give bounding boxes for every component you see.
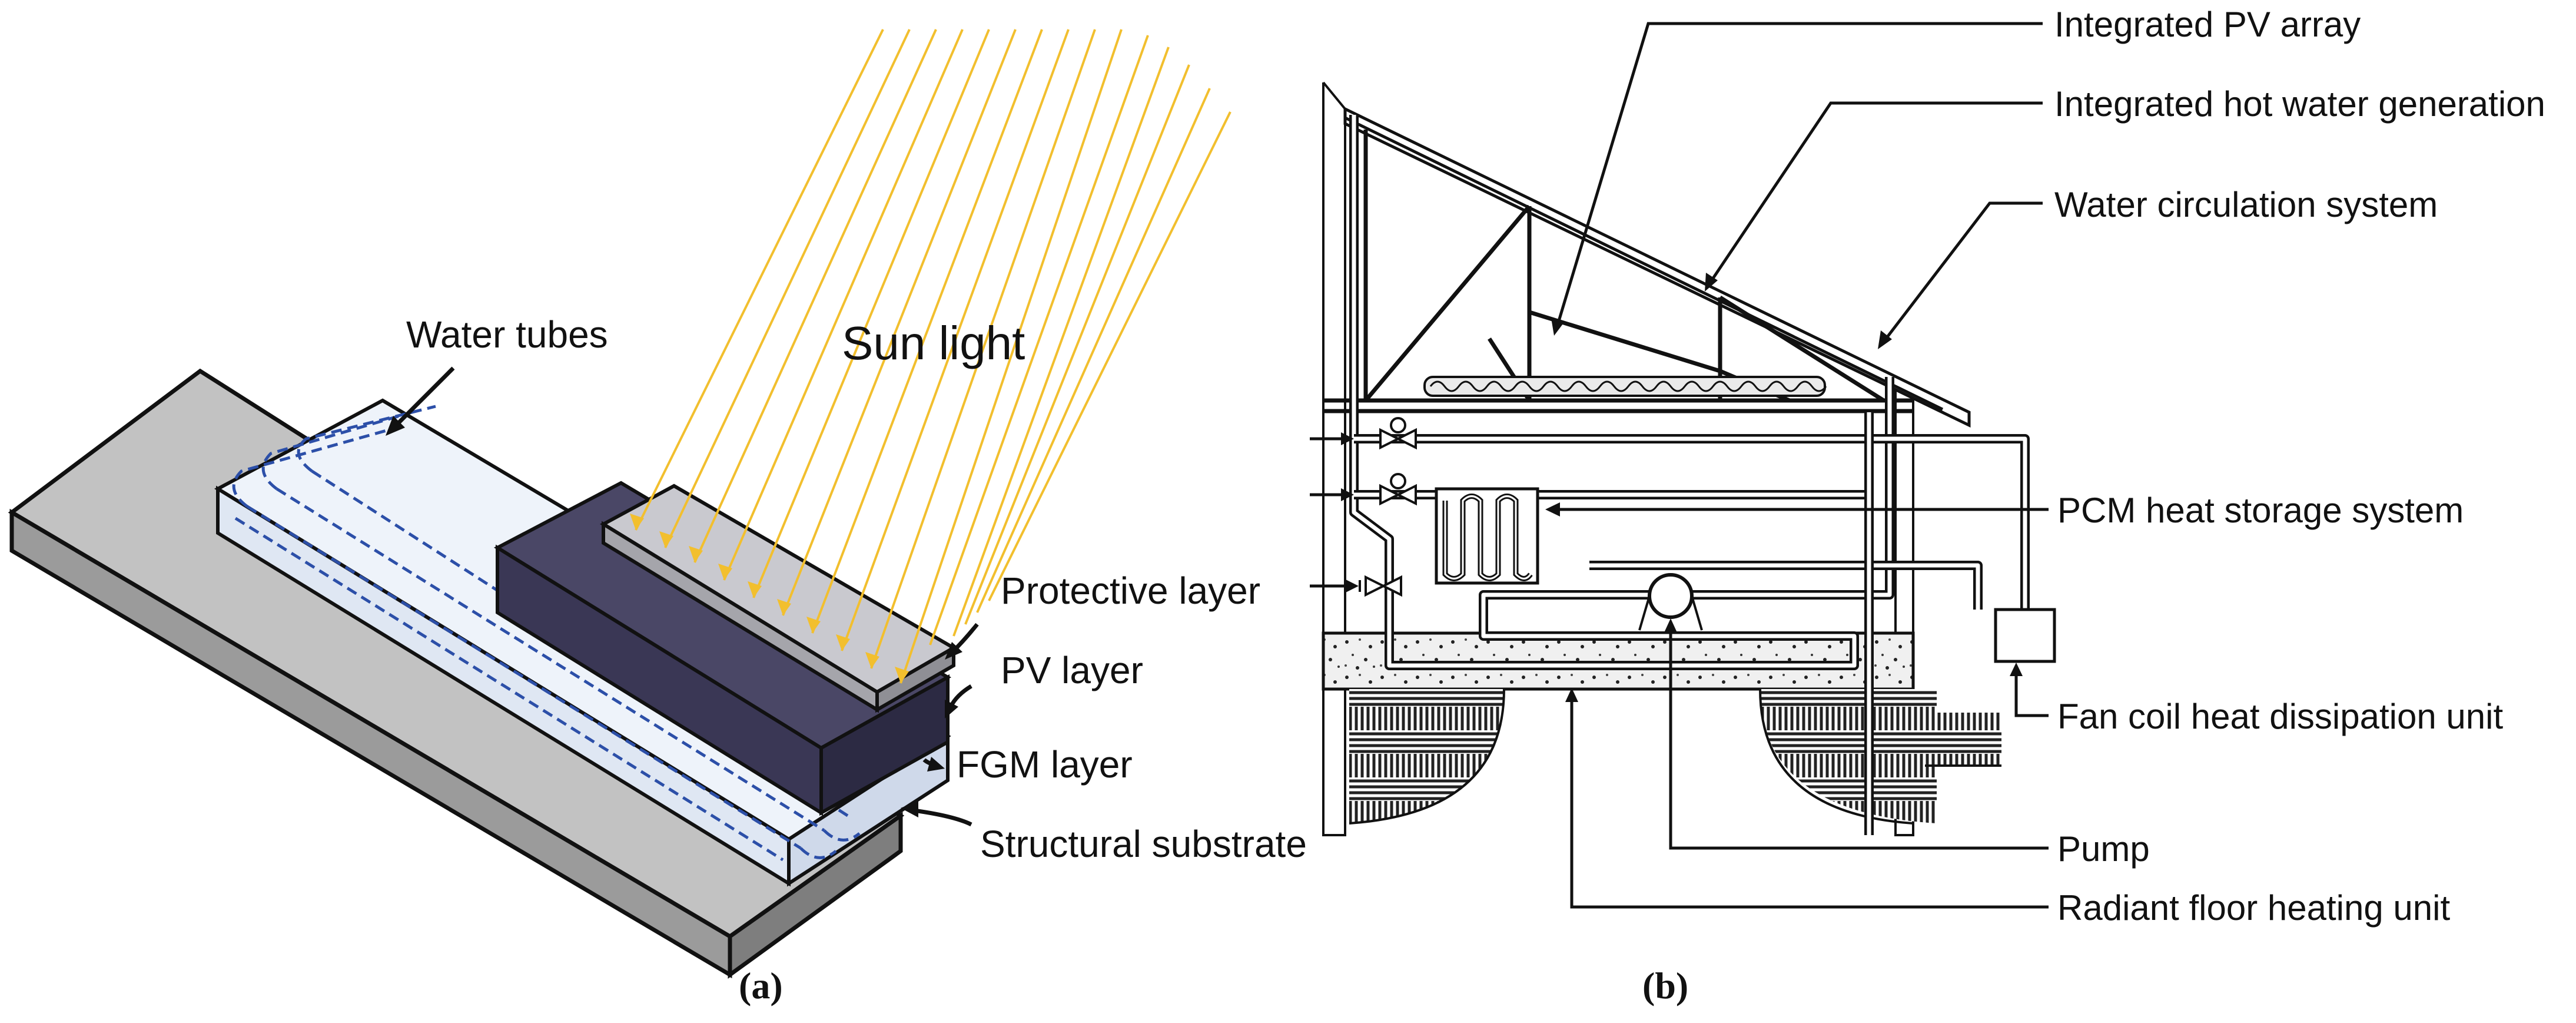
sun-light-label: Sun light (842, 317, 1025, 369)
structural-substrate-label: Structural substrate (980, 823, 1307, 865)
roof-pv-array (1343, 107, 1971, 428)
water-tubes-label: Water tubes (406, 313, 608, 356)
panel-b-leaders (1545, 22, 2049, 909)
ground-mounds (1349, 688, 2001, 825)
valve-3 (1359, 575, 1402, 597)
pcm-storage-label: PCM heat storage system (2057, 491, 2464, 530)
sun-ray-arrowheads (630, 514, 909, 683)
fan-coil-unit (1994, 608, 2056, 663)
attic-truss (1323, 130, 1913, 413)
sun-rays (635, 29, 1231, 684)
valve-2 (1379, 473, 1417, 506)
fan-coil-label: Fan coil heat dissipation unit (2057, 697, 2503, 736)
pump (1638, 573, 1703, 631)
valve-1 (1379, 417, 1417, 450)
pv-layer-label: PV layer (1001, 649, 1143, 691)
house-walls (1322, 81, 1914, 836)
inlet-arrows (1310, 432, 1359, 592)
water-circulation-label: Water circulation system (2054, 185, 2438, 224)
fgm-layer-label: FGM layer (957, 743, 1133, 786)
radiant-floor-label: Radiant floor heating unit (2057, 888, 2450, 928)
protective-layer-block (599, 484, 957, 713)
integrated-hot-water-label: Integrated hot water generation (2054, 84, 2545, 124)
panel-a: Water tubes Sun light Protective layer P… (8, 29, 1307, 1007)
panel-b-caption: (b) (1642, 965, 1688, 1007)
panel-a-leaders (386, 366, 979, 827)
water-tubes (232, 405, 861, 862)
panel-a-caption: (a) (739, 965, 783, 1007)
hot-water-collector (1423, 376, 1827, 397)
pcm-heat-storage (1435, 487, 1539, 585)
integrated-pv-array-label: Integrated PV array (2054, 5, 2361, 44)
protective-layer-label: Protective layer (1001, 570, 1260, 612)
panel-b: Integrated PV array Integrated hot water… (1310, 5, 2545, 1007)
valves (1359, 417, 1417, 597)
pump-label: Pump (2057, 829, 2150, 869)
